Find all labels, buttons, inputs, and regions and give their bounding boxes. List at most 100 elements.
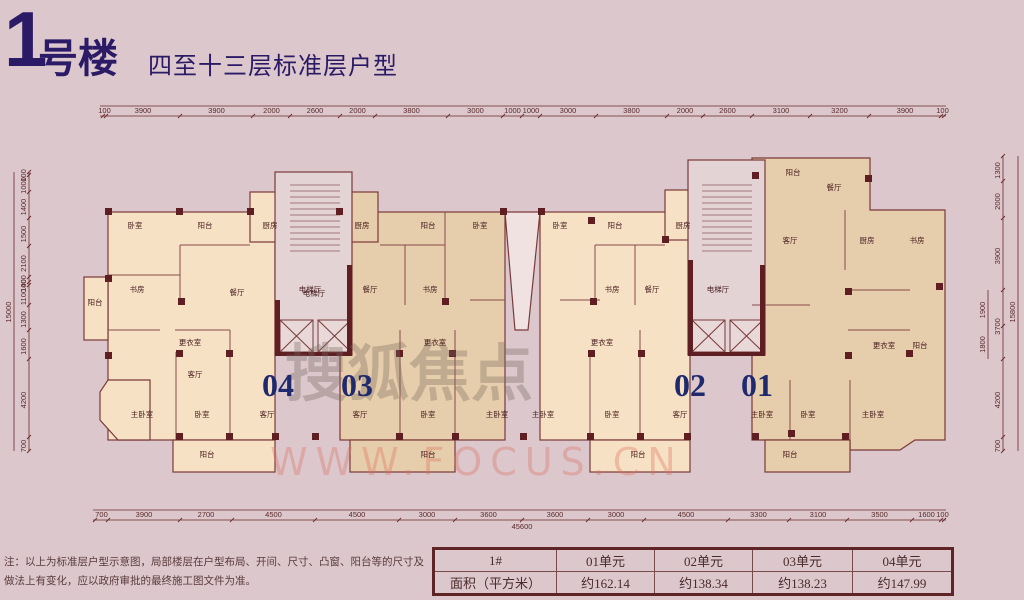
room-label: 客厅 <box>783 235 798 245</box>
kitchen-block <box>249 191 279 243</box>
room-label: 厨房 <box>355 220 370 230</box>
room-label: 更衣室 <box>424 337 447 347</box>
bottom-dimension-label: 3300 <box>750 510 767 519</box>
room-label: 客厅 <box>673 409 688 419</box>
room-label: 主卧室 <box>532 409 555 419</box>
watermark: 搜狐焦点 WWW.FOCUS.CN <box>270 337 684 484</box>
room-label: 主卧室 <box>486 409 509 419</box>
right-total-dimension: 15800 <box>1008 302 1017 323</box>
building-title: 号楼 <box>38 36 118 82</box>
room-label: 卧室 <box>605 409 620 419</box>
top-dimension-label: 1000 <box>523 106 540 115</box>
top-dimension-label: 3000 <box>560 106 577 115</box>
room-label: 更衣室 <box>591 337 614 347</box>
bay-window <box>99 379 151 441</box>
room-label: 阳台 <box>198 220 213 230</box>
top-dimension-label: 2000 <box>349 106 366 115</box>
left-dimension-label: 1500 <box>19 226 28 243</box>
room-label: 阳台 <box>783 449 798 459</box>
room-label: 餐厅 <box>645 285 660 294</box>
table-header-cell: 02单元 <box>654 548 753 572</box>
top-dimension-label: 3800 <box>403 106 420 115</box>
left-dimension-label: 1300 <box>19 311 28 328</box>
right-dimension-label: 1800 <box>978 336 987 353</box>
left-dimension-label: 1100 <box>19 289 28 305</box>
room-label: 主卧室 <box>751 409 774 419</box>
top-dimension-label: 3800 <box>623 106 640 115</box>
room-label: 更衣室 <box>873 340 896 350</box>
left-dimension-label: 1600 <box>19 338 28 355</box>
bottom-total-dimension: 45600 <box>512 522 533 531</box>
balcony <box>172 439 276 473</box>
unit-02-area <box>539 211 691 441</box>
bottom-dimension-label: 4500 <box>678 510 695 519</box>
top-dimension-label: 3000 <box>467 106 484 115</box>
left-dimension-label: 2100 <box>19 255 28 272</box>
top-dimension-label: 3900 <box>208 106 225 115</box>
left-dimension-label: 400 <box>19 275 28 288</box>
watermark-url: WWW.FOCUS.CN <box>270 440 684 484</box>
bottom-dimension-label: 3000 <box>419 510 436 519</box>
room-label: 餐厅 <box>230 288 245 297</box>
right-dimension-label: 1900 <box>978 302 987 319</box>
structural-columns <box>105 172 943 440</box>
room-label: 卧室 <box>195 409 210 419</box>
table-header-cell: 03单元 <box>752 548 853 572</box>
area-value-04: 约147.99 <box>852 571 953 595</box>
area-table: 1# 01单元 02单元 03单元 04单元 面积（平方米） 约162.14 约… <box>432 547 954 596</box>
balcony <box>349 439 456 473</box>
room-label: 厨房 <box>676 220 691 230</box>
room-label: 厨房 <box>263 220 278 230</box>
light-well <box>504 211 541 331</box>
room-label: 阳台 <box>200 449 215 459</box>
stairs <box>290 184 752 252</box>
top-dimension-label: 100 <box>936 106 949 115</box>
top-dimension-label: 3200 <box>831 106 848 115</box>
left-dimension-label: 4200 <box>19 392 28 409</box>
bottom-dimension-label: 3600 <box>480 510 497 519</box>
row-label: 面积（平方米） <box>433 571 557 595</box>
room-label: 主卧室 <box>131 409 154 419</box>
floor-subtitle: 四至十三层标准层户型 <box>148 52 398 80</box>
balcony <box>589 439 691 473</box>
top-dimension-label: 1000 <box>504 106 521 115</box>
top-dimension-label: 3900 <box>897 106 914 115</box>
room-label: 客厅 <box>260 409 275 419</box>
room-label: 卧室 <box>801 409 816 419</box>
top-dimension-label: 3900 <box>135 106 152 115</box>
room-labels: 卧室阳台厨房书房阳台餐厅更衣室客厅主卧室卧室客厅阳台电梯厅厨房阳台卧室电梯厅餐厅… <box>88 167 928 459</box>
area-value-01: 约162.14 <box>556 571 655 595</box>
room-label: 卧室 <box>128 220 143 230</box>
top-dimension-label: 3100 <box>773 106 790 115</box>
area-value-03: 约138.23 <box>752 571 853 595</box>
left-dimension-label: 1000 <box>19 177 28 194</box>
room-label: 卧室 <box>553 220 568 230</box>
top-dimension-label: 2600 <box>307 106 324 115</box>
room-label: 阳台 <box>421 220 436 230</box>
right-dimension-label: 1300 <box>993 162 1002 179</box>
bottom-dimension-label: 3500 <box>871 510 888 519</box>
balcony <box>83 276 109 341</box>
room-label: 厨房 <box>860 235 875 245</box>
bottom-dimension-label: 700 <box>95 510 108 519</box>
bottom-dimension-label: 100 <box>936 510 949 519</box>
table-header-cell: 04单元 <box>852 548 953 572</box>
room-label: 主卧室 <box>862 409 885 419</box>
room-label: 阳台 <box>608 220 623 230</box>
left-dimension-label: 700 <box>19 440 28 453</box>
room-label: 电梯厅 <box>303 288 326 298</box>
table-header-cell: 01单元 <box>556 548 655 572</box>
right-dimension-label: 3700 <box>993 318 1002 335</box>
right-dimension-label: 4200 <box>993 392 1002 409</box>
room-label: 阳台 <box>913 340 928 350</box>
bottom-dimension-label: 4500 <box>349 510 366 519</box>
bottom-dimension-label: 3100 <box>810 510 827 519</box>
area-value-02: 约138.34 <box>654 571 753 595</box>
watermark-logo-cn: 搜狐焦点 <box>285 337 533 410</box>
room-label: 餐厅 <box>827 183 842 192</box>
building-number: 1 <box>4 0 47 83</box>
room-label: 电梯厅 <box>299 284 322 294</box>
left-total-dimension: 15000 <box>4 302 13 323</box>
